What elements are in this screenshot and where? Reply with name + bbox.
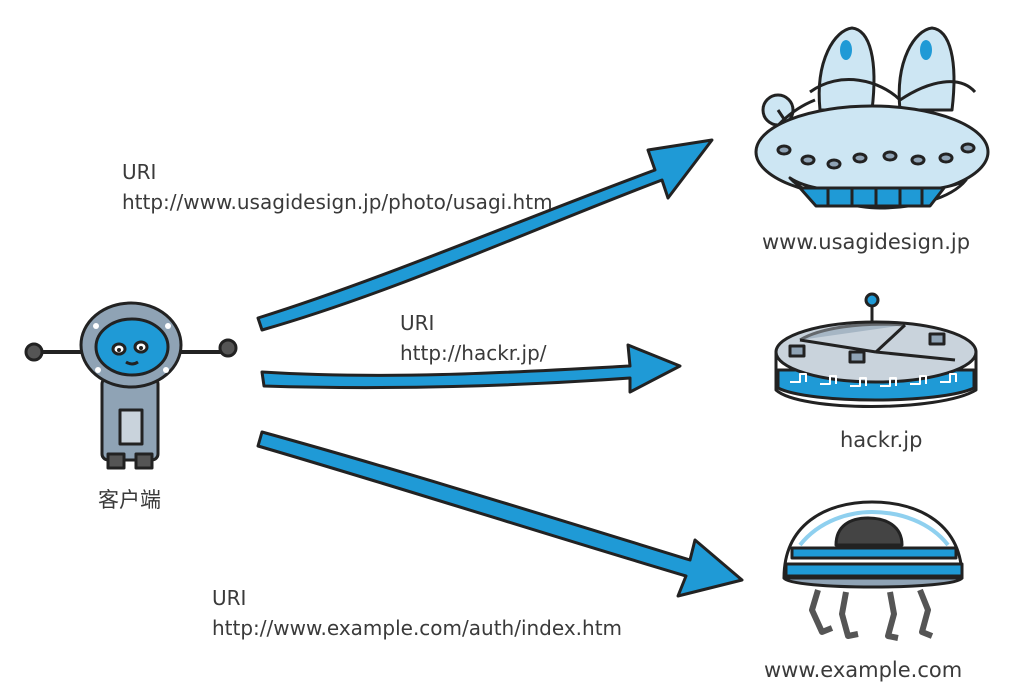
server-label-hackr: hackr.jp [840, 428, 923, 452]
uri-block-3: URI http://www.example.com/auth/index.ht… [212, 583, 622, 643]
server-label-example: www.example.com [764, 658, 963, 682]
uri-value: http://www.usagidesign.jp/photo/usagi.ht… [122, 190, 553, 214]
server-label-usagidesign: www.usagidesign.jp [762, 230, 971, 254]
client-label: 客户端 [98, 488, 161, 512]
uri-label: URI [122, 160, 157, 184]
server-example-icon [782, 500, 964, 641]
uri-value: http://hackr.jp/ [400, 341, 547, 365]
server-usagidesign-icon [754, 26, 990, 210]
arrow-to-hackr [260, 343, 682, 394]
arrow-to-usagidesign [256, 138, 714, 332]
arrow-to-example [256, 430, 744, 598]
uri-value: http://www.example.com/auth/index.htm [212, 616, 623, 640]
server-hackr-icon [774, 292, 978, 408]
uri-label: URI [400, 311, 435, 335]
uri-block-1: URI http://www.usagidesign.jp/photo/usag… [122, 157, 553, 217]
uri-label: URI [212, 586, 247, 610]
client-robot-icon [24, 301, 238, 470]
uri-block-2: URI http://hackr.jp/ [400, 308, 547, 368]
